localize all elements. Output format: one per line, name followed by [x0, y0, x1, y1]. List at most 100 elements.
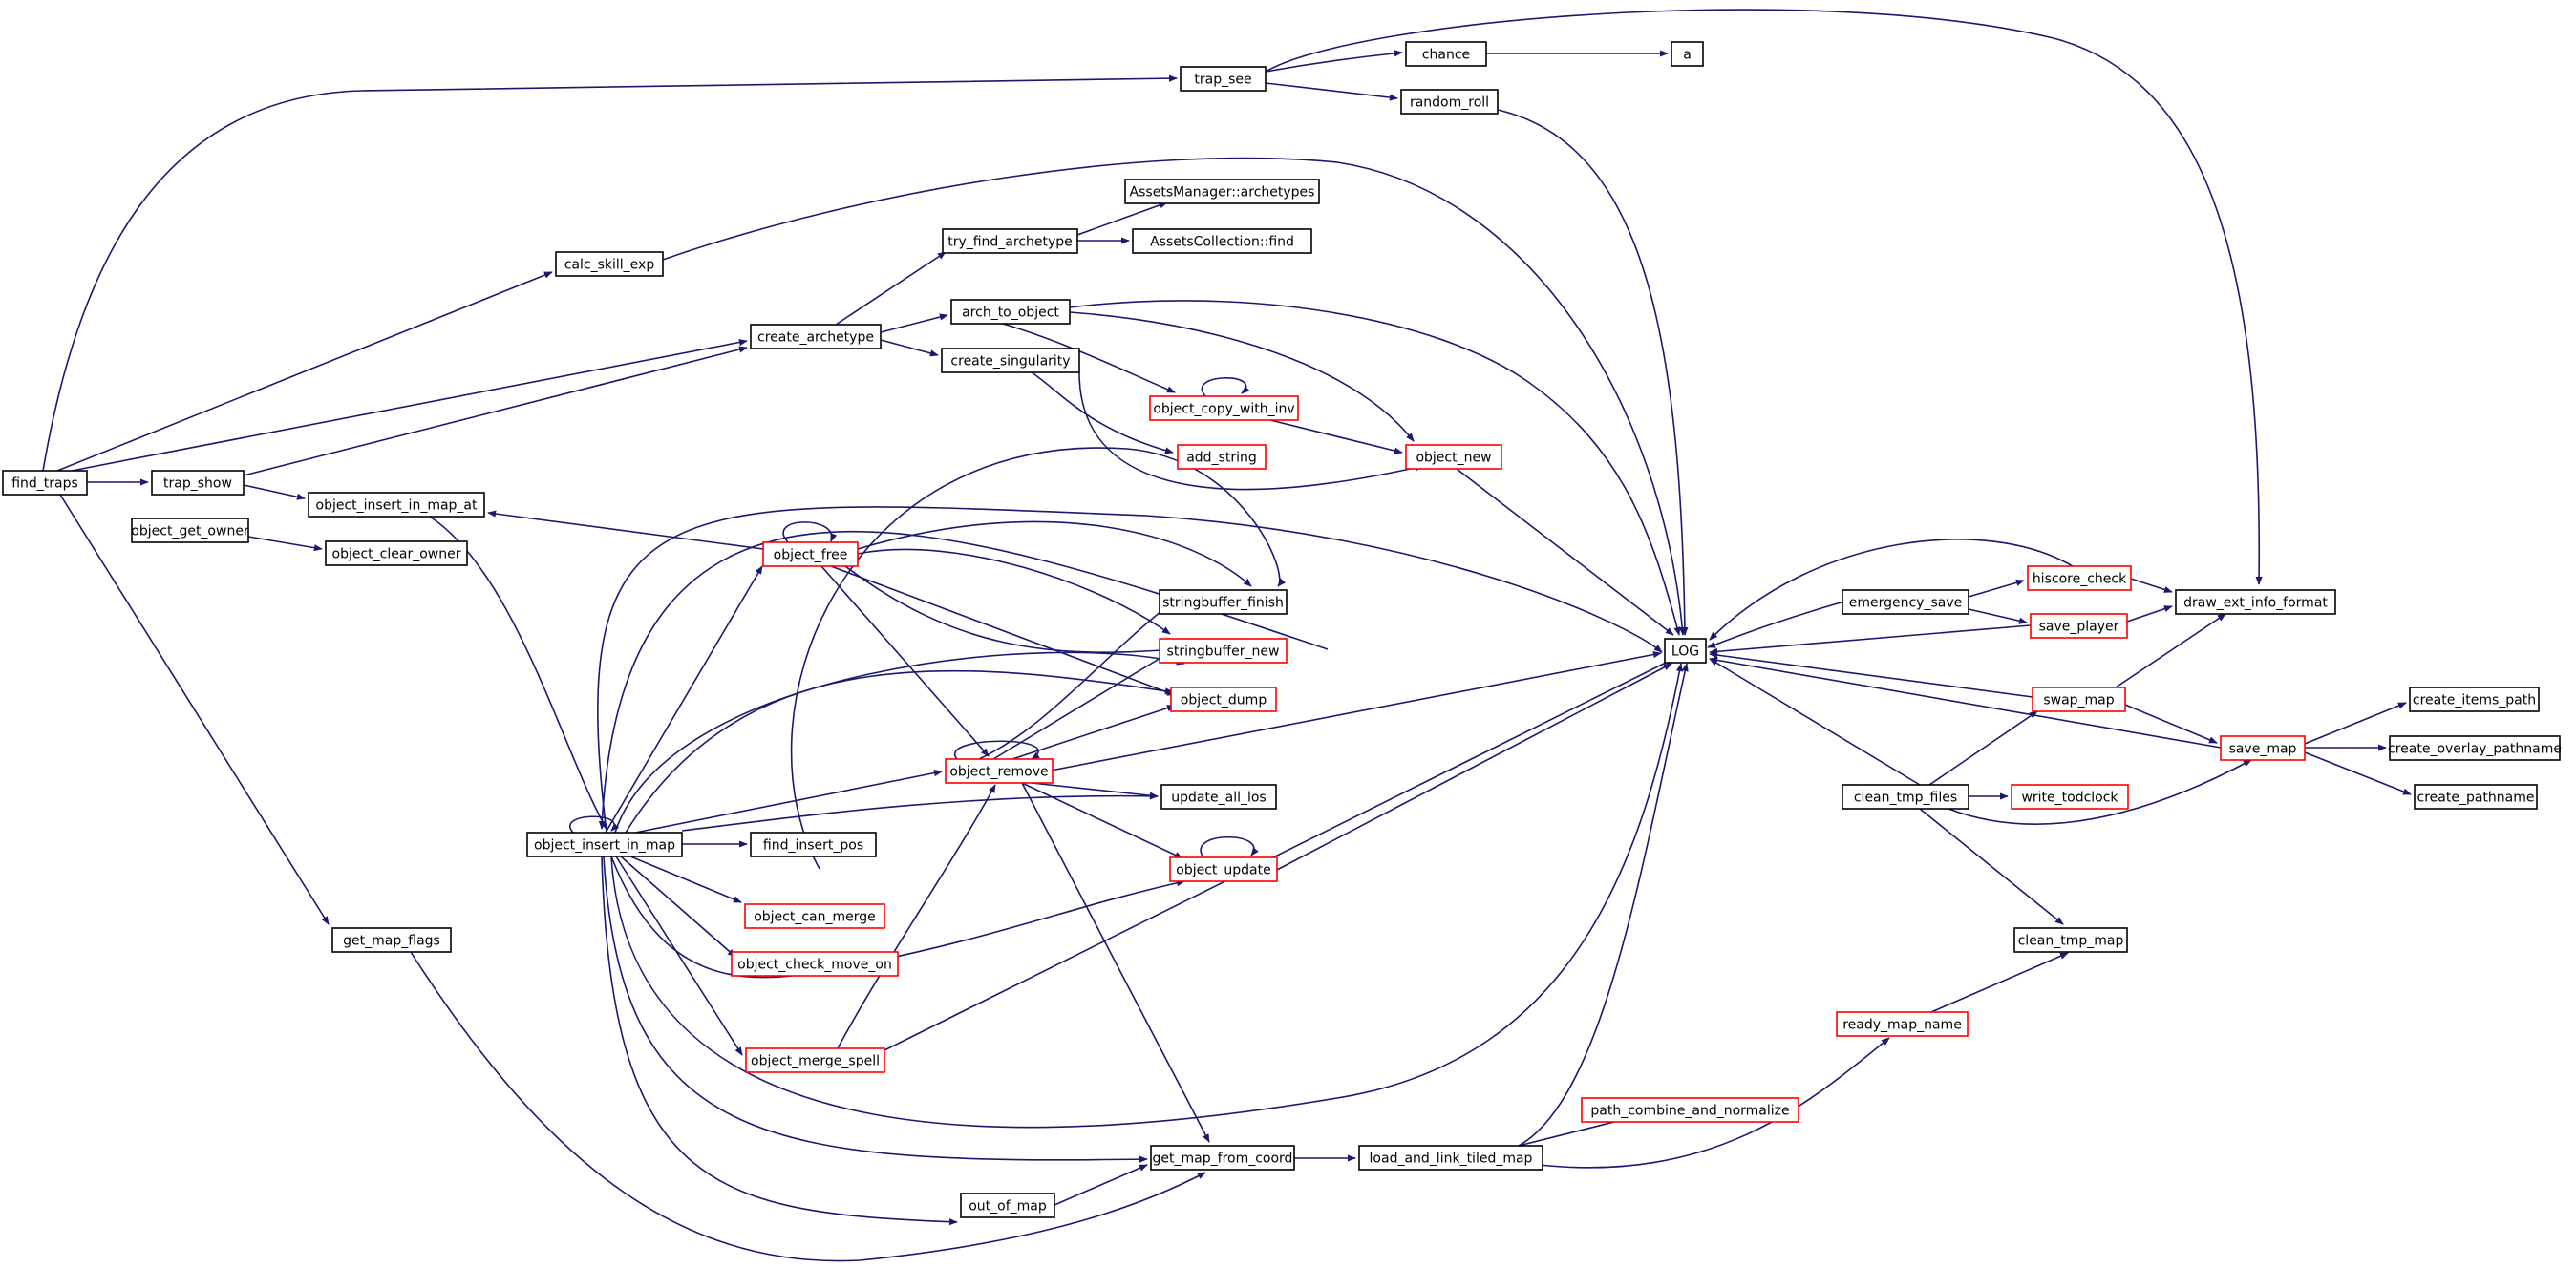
node-object-remove[interactable]: object_remove — [945, 758, 1054, 784]
node-try-find-archetype[interactable]: try_find_archetype — [942, 228, 1078, 254]
node-clean-tmp-map[interactable]: clean_tmp_map — [2013, 927, 2128, 953]
call-edge — [830, 565, 1176, 696]
node-clean-tmp-files[interactable]: clean_tmp_files — [1842, 784, 1969, 810]
node-object-insert-in-map-at[interactable]: object_insert_in_map_at — [308, 492, 485, 518]
node-swap-map[interactable]: swap_map — [2032, 687, 2126, 712]
node-object-new[interactable]: object_new — [1405, 444, 1502, 470]
call-edges — [42, 9, 2412, 1262]
node-create-overlay-pathname[interactable]: create_overlay_pathname — [2388, 735, 2562, 761]
call-edge — [1265, 9, 2263, 585]
node-ready-map-name[interactable]: ready_map_name — [1836, 1011, 1969, 1037]
node-arch-to-object[interactable]: arch_to_object — [950, 299, 1071, 325]
node-create-archetype[interactable]: create_archetype — [750, 324, 882, 349]
node-label: AssetsManager::archetypes — [1130, 185, 1315, 201]
node-stringbuffer-finish[interactable]: stringbuffer_finish — [1159, 589, 1288, 615]
node-label: create_archetype — [757, 330, 874, 346]
node-label: draw_ext_info_format — [2183, 596, 2328, 611]
node-calc-skill-exp[interactable]: calc_skill_exp — [555, 251, 664, 277]
node-label: out_of_map — [969, 1199, 1047, 1215]
node-write-todclock[interactable]: write_todclock — [2011, 784, 2129, 810]
node-label: find_traps — [11, 476, 78, 492]
call-edge — [1456, 468, 1674, 636]
call-edge — [410, 951, 1206, 1262]
node-draw-ext-info-format[interactable]: draw_ext_info_format — [2175, 589, 2336, 615]
call-edge — [1002, 323, 1176, 393]
node-object-clear-owner[interactable]: object_clear_owner — [325, 540, 468, 566]
node-trap-show[interactable]: trap_show — [151, 470, 245, 496]
node-chance[interactable]: chance — [1405, 41, 1487, 67]
node-label: save_player — [2039, 620, 2119, 635]
node-path-combine-and-normalize[interactable]: path_combine_and_normalize — [1581, 1097, 1799, 1123]
node-box — [308, 492, 485, 518]
node-get-map-from-coord[interactable]: get_map_from_coord — [1150, 1145, 1295, 1171]
node-box — [1132, 228, 1312, 254]
node-trap-see[interactable]: trap_see — [1180, 66, 1267, 92]
call-edge — [1709, 658, 1921, 786]
node-box — [1400, 89, 1499, 115]
node-label: object_check_move_on — [737, 958, 892, 973]
node-object-copy-with-inv[interactable]: object_copy_with_inv — [1149, 395, 1299, 421]
node-object-update[interactable]: object_update — [1169, 856, 1278, 882]
call-edge — [1928, 710, 2038, 786]
node-label: object_dump — [1181, 693, 1267, 708]
node-stringbuffer-new[interactable]: stringbuffer_new — [1159, 638, 1288, 664]
node-object-insert-in-map[interactable]: object_insert_in_map — [526, 832, 683, 857]
node-emergency-save[interactable]: emergency_save — [1842, 589, 1969, 615]
call-edge — [629, 856, 742, 903]
node-box — [2175, 589, 2336, 615]
node-label: hiscore_check — [2033, 572, 2127, 587]
node-out-of-map[interactable]: out_of_map — [960, 1193, 1055, 1218]
node-box — [526, 832, 683, 857]
node-object-dump[interactable]: object_dump — [1170, 687, 1277, 712]
node-object-free[interactable]: object_free — [762, 541, 859, 567]
node-box — [2030, 613, 2128, 639]
node-find-traps[interactable]: find_traps — [2, 470, 88, 496]
call-edge — [1968, 608, 2028, 624]
node-assets-find[interactable]: AssetsCollection::find — [1132, 228, 1312, 254]
node-object-check-move-on[interactable]: object_check_move_on — [731, 951, 899, 977]
call-edge — [1539, 1037, 1890, 1169]
call-edge — [992, 648, 1176, 760]
call-edge — [662, 157, 1686, 636]
node-object-can-merge[interactable]: object_can_merge — [744, 903, 885, 929]
node-create-items-path[interactable]: create_items_path — [2409, 687, 2540, 712]
call-edge — [597, 506, 1663, 834]
node-save-player[interactable]: save_player — [2030, 613, 2128, 639]
node-label: find_insert_pos — [763, 838, 863, 854]
node-random-roll[interactable]: random_roll — [1400, 89, 1499, 115]
node-object-get-owner[interactable]: object_get_owner — [131, 518, 249, 543]
node-update-all-los[interactable]: update_all_los — [1160, 784, 1277, 810]
node-label: update_all_los — [1171, 791, 1266, 806]
node-create-singularity[interactable]: create_singularity — [941, 348, 1080, 373]
node-box — [942, 228, 1078, 254]
call-edge — [820, 565, 990, 757]
node-assets-archetypes[interactable]: AssetsManager::archetypes — [1124, 179, 1320, 204]
node-label: write_todclock — [2021, 791, 2118, 806]
node-hiscore-check[interactable]: hiscore_check — [2027, 565, 2132, 591]
node-label: stringbuffer_finish — [1162, 596, 1284, 611]
call-edge — [1709, 656, 2222, 749]
node-label: add_string — [1186, 451, 1257, 466]
node-box — [1836, 1011, 1969, 1037]
node-label: object_insert_in_map_at — [316, 498, 479, 514]
call-edge — [1707, 601, 1845, 648]
node-get-map-flags[interactable]: get_map_flags — [331, 927, 452, 953]
call-edge — [625, 669, 1174, 834]
call-edge — [1709, 651, 2033, 698]
node-a[interactable]: a — [1671, 41, 1704, 67]
node-add-string[interactable]: add_string — [1177, 444, 1267, 470]
node-box — [1358, 1145, 1543, 1171]
node-box — [555, 251, 664, 277]
node-label: object_update — [1176, 863, 1270, 878]
node-load-and-link-tiled-map[interactable]: load_and_link_tiled_map — [1358, 1145, 1543, 1171]
node-LOG[interactable]: LOG — [1664, 638, 1707, 664]
node-object-merge-spell[interactable]: object_merge_spell — [745, 1047, 885, 1073]
node-save-map[interactable]: save_map — [2220, 735, 2306, 761]
call-edge — [1276, 663, 1672, 871]
node-label: a — [1683, 48, 1692, 63]
node-create-pathname[interactable]: create_pathname — [2414, 784, 2538, 810]
call-edge — [790, 447, 1286, 870]
call-edge — [2126, 605, 2173, 623]
node-find-insert-pos[interactable]: find_insert_pos — [750, 832, 877, 857]
call-edge — [835, 251, 947, 326]
